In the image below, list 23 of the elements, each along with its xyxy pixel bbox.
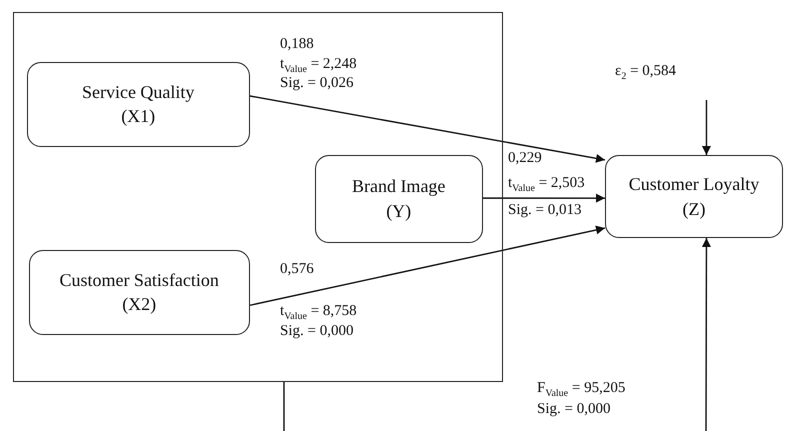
statistic-label: t$_{Value}$ = 2,248: [280, 56, 357, 75]
statistic-label: Sig. = 0,000: [280, 323, 354, 340]
arrow: [250, 95, 606, 163]
arrow: [250, 226, 606, 306]
statistic-label: Sig. = 0,026: [280, 75, 354, 92]
statistic-label: t$_{Value}$ = 2,503: [508, 175, 585, 194]
statistic-label: t$_{Value}$ = 8,758: [280, 303, 357, 322]
statistic-label: F$_{Value}$ = 95,205: [537, 380, 626, 399]
variable-box: Customer Loyalty (Z): [605, 155, 783, 238]
arrow: [702, 238, 711, 431]
arrow: [483, 194, 605, 203]
connector-line: [283, 382, 285, 431]
statistic-label: 0,188: [280, 36, 314, 52]
error-term-label: ε$_{2}$ = 0,584: [615, 58, 715, 86]
statistic-label: 0,229: [508, 150, 542, 166]
statistic-label: Sig. = 0,000: [537, 401, 610, 418]
variable-box: Service Quality (X1): [26, 62, 250, 147]
statistic-label: Sig. = 0,013: [508, 202, 582, 218]
arrow: [702, 100, 711, 155]
variable-box: Brand Image (Y): [314, 154, 483, 243]
statistic-label: 0,576: [280, 261, 314, 278]
variable-box: Customer Satisfaction (X2): [28, 250, 250, 335]
group-frame: [13, 12, 503, 382]
